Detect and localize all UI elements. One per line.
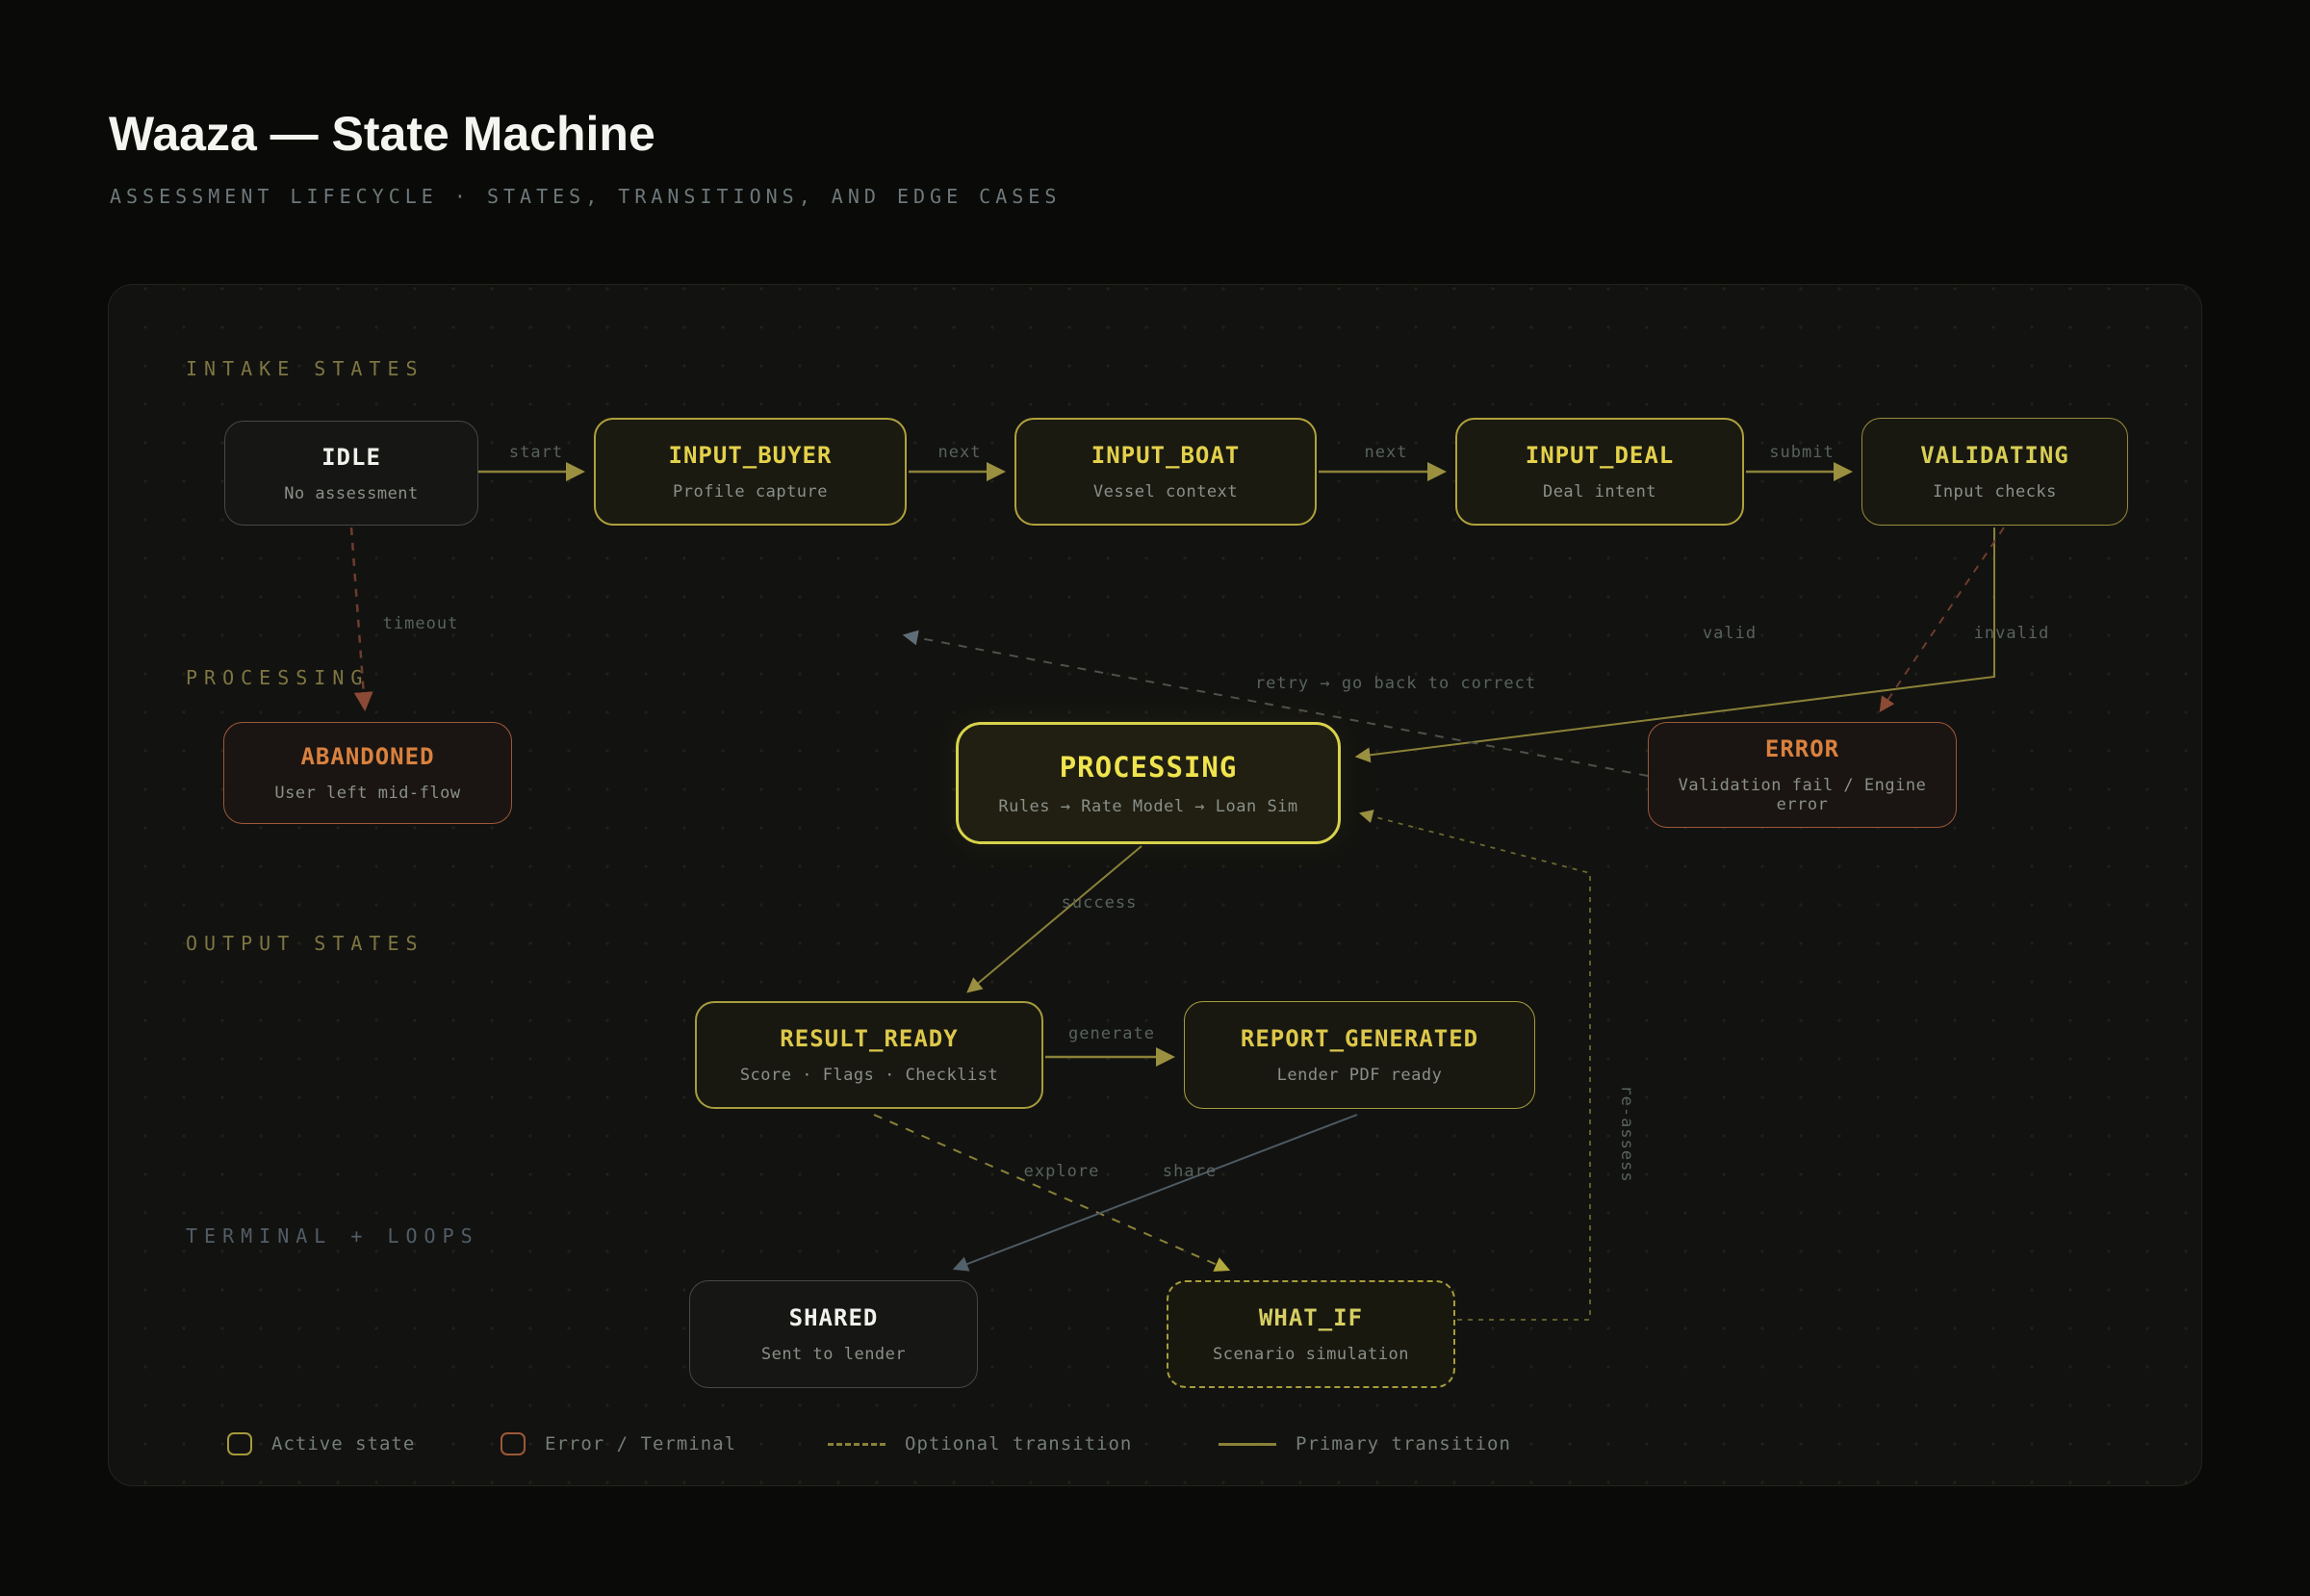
state-what-if-subtitle: Scenario simulation [1213, 1345, 1409, 1364]
legend-optional-transition: Optional transition [828, 1431, 1132, 1456]
edge-label-generate: generate [1068, 1024, 1155, 1043]
state-result-ready: RESULT_READY Score · Flags · Checklist [695, 1001, 1043, 1109]
state-input-deal-subtitle: Deal intent [1542, 482, 1657, 502]
edge-label-submit: submit [1769, 443, 1835, 462]
state-result-ready-subtitle: Score · Flags · Checklist [739, 1066, 999, 1085]
legend-primary-label: Primary transition [1296, 1433, 1511, 1454]
state-abandoned-title: ABANDONED [300, 743, 435, 770]
section-output-states: OUTPUT STATES [186, 932, 424, 955]
edge-invalid [1879, 527, 2005, 712]
page-subtitle: ASSESSMENT LIFECYCLE · STATES, TRANSITIO… [110, 185, 1062, 208]
edge-share [952, 1114, 1358, 1272]
state-idle: IDLE No assessment [224, 421, 478, 526]
state-input-buyer-title: INPUT_BUYER [668, 442, 833, 469]
state-report-generated: REPORT_GENERATED Lender PDF ready [1184, 1001, 1535, 1109]
edge-reassess [1358, 810, 1591, 1321]
edge-label-share: share [1162, 1162, 1218, 1181]
edge-label-reassess: re-assess [1617, 1085, 1636, 1183]
edge-label-timeout: timeout [382, 614, 459, 633]
legend-active-label: Active state [271, 1433, 416, 1454]
edge-label-invalid: invalid [1973, 624, 2050, 643]
legend-active-swatch [227, 1432, 252, 1455]
edge-success [966, 845, 1142, 993]
state-shared-title: SHARED [788, 1304, 879, 1331]
edge-label-valid: valid [1702, 624, 1758, 643]
edge-retry [902, 630, 1649, 777]
state-report-generated-title: REPORT_GENERATED [1240, 1025, 1479, 1052]
state-input-buyer: INPUT_BUYER Profile capture [594, 418, 907, 526]
state-error-title: ERROR [1764, 735, 1840, 762]
section-terminal-loops: TERMINAL + LOOPS [186, 1224, 479, 1248]
state-validating: VALIDATING Input checks [1861, 418, 2128, 526]
state-processing-subtitle: Rules → Rate Model → Loan Sim [998, 796, 1298, 816]
state-validating-title: VALIDATING [1920, 442, 2069, 469]
state-input-deal-title: INPUT_DEAL [1525, 442, 1675, 469]
legend-active-state: Active state [227, 1431, 415, 1456]
state-report-generated-subtitle: Lender PDF ready [1276, 1066, 1443, 1085]
state-input-boat: INPUT_BOAT Vessel context [1014, 418, 1317, 526]
edge-explore [873, 1114, 1231, 1272]
state-abandoned-subtitle: User left mid-flow [274, 784, 461, 803]
legend-dashed-line-sample [828, 1442, 886, 1446]
state-input-boat-subtitle: Vessel context [1092, 482, 1239, 502]
state-processing: PROCESSING Rules → Rate Model → Loan Sim [956, 722, 1341, 844]
section-intake-states: INTAKE STATES [186, 357, 424, 380]
state-processing-title: PROCESSING [1059, 750, 1238, 784]
state-input-boat-title: INPUT_BOAT [1091, 442, 1241, 469]
state-result-ready-title: RESULT_READY [780, 1025, 959, 1052]
edge-label-next-1: next [937, 443, 982, 462]
state-idle-subtitle: No assessment [284, 483, 419, 503]
edge-label-retry: retry → go back to correct [1254, 674, 1537, 693]
state-abandoned: ABANDONED User left mid-flow [223, 722, 512, 824]
state-what-if: WHAT_IF Scenario simulation [1167, 1280, 1455, 1388]
state-shared-subtitle: Sent to lender [760, 1345, 907, 1364]
legend-optional-label: Optional transition [905, 1433, 1133, 1454]
section-processing: PROCESSING [186, 666, 370, 689]
legend-error-label: Error / Terminal [545, 1433, 737, 1454]
state-input-deal: INPUT_DEAL Deal intent [1455, 418, 1744, 526]
state-error-subtitle: Validation fail / Engine error [1678, 776, 1927, 814]
state-idle-title: IDLE [321, 443, 381, 471]
state-validating-subtitle: Input checks [1933, 482, 2057, 502]
legend-solid-line-sample [1219, 1442, 1276, 1446]
page-title: Waaza — State Machine [109, 107, 655, 161]
legend-error-swatch [500, 1432, 526, 1455]
edge-valid [1354, 528, 1995, 763]
legend-primary-transition: Primary transition [1219, 1431, 1511, 1456]
state-error: ERROR Validation fail / Engine error [1648, 722, 1957, 828]
edge-label-next-2: next [1364, 443, 1408, 462]
edge-label-explore: explore [1023, 1162, 1100, 1181]
state-what-if-title: WHAT_IF [1258, 1304, 1364, 1331]
edge-label-start: start [508, 443, 564, 462]
state-input-buyer-subtitle: Profile capture [672, 482, 829, 502]
edge-label-success: success [1061, 893, 1138, 913]
state-shared: SHARED Sent to lender [689, 1280, 978, 1388]
legend-error-terminal: Error / Terminal [500, 1431, 736, 1456]
edge-timeout [349, 527, 373, 711]
